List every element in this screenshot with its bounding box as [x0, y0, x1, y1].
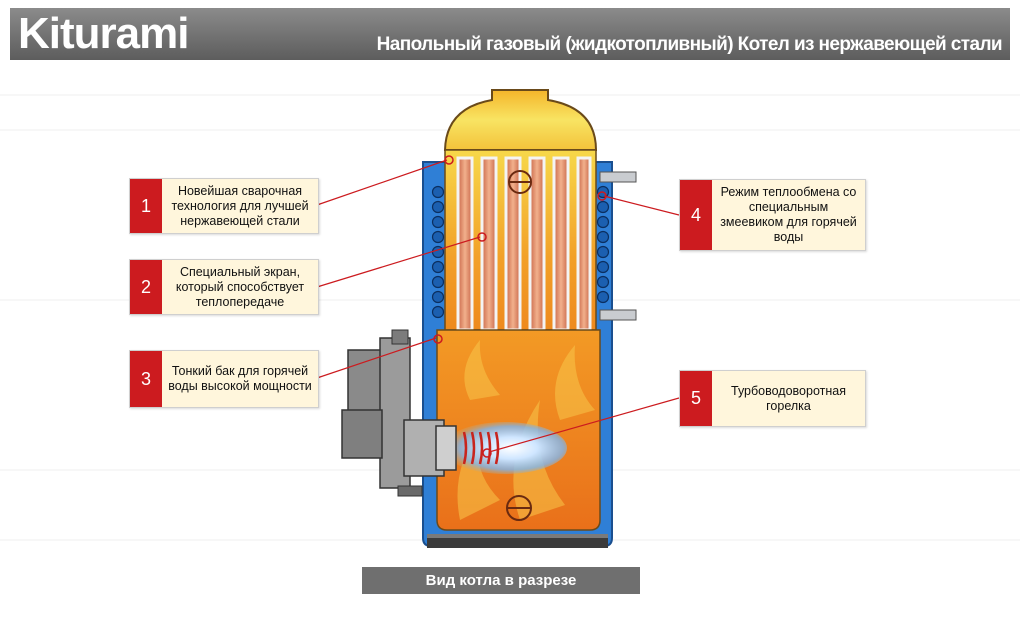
- callout-text: Турбоводоворотная горелка: [731, 383, 846, 413]
- callout-number: 3: [130, 351, 162, 407]
- burner-coil: [462, 431, 500, 465]
- burner-unit: [341, 329, 457, 497]
- callout-4: 4 Режим теплообмена со специальным змеев…: [679, 179, 866, 251]
- jacket-coils: [431, 185, 610, 319]
- leader-markers: [433, 155, 607, 458]
- hot-water-pipe-top: [599, 171, 637, 183]
- callout-1: 1 Новейшая сварочная технология для лучш…: [129, 178, 319, 234]
- leader-lines: [316, 159, 680, 453]
- callout-5: 5 Турбоводоворотная горелка: [679, 370, 866, 427]
- callout-number: 4: [680, 180, 712, 250]
- callout-number: 2: [130, 260, 162, 314]
- callout-text: Тонкий бак для горячей воды высокой мощн…: [168, 364, 312, 393]
- callout-2: 2 Специальный экран, который способствуе…: [129, 259, 319, 315]
- diagram-caption: Вид котла в разрезе: [362, 567, 640, 594]
- boiler-dome: [443, 89, 598, 151]
- callout-text: Новейшая сварочная технология для лучшей…: [171, 183, 309, 228]
- callout-number: 1: [130, 179, 162, 233]
- header-bar: Kiturami Напольный газовый (жидкотопливн…: [10, 8, 1010, 60]
- heat-exchanger-tubes: [456, 156, 592, 332]
- page-title: Напольный газовый (жидкотопливный) Котел…: [376, 34, 1003, 55]
- kiturami-logo: Kiturami: [18, 9, 189, 58]
- callout-text: Специальный экран, который способствует …: [175, 264, 305, 309]
- callout-number: 5: [680, 371, 712, 426]
- callout-text: Режим теплообмена со специальным змеевик…: [720, 185, 857, 244]
- hot-water-pipe-bottom: [599, 309, 637, 321]
- callout-3: 3 Тонкий бак для горячей воды высокой мо…: [129, 350, 319, 408]
